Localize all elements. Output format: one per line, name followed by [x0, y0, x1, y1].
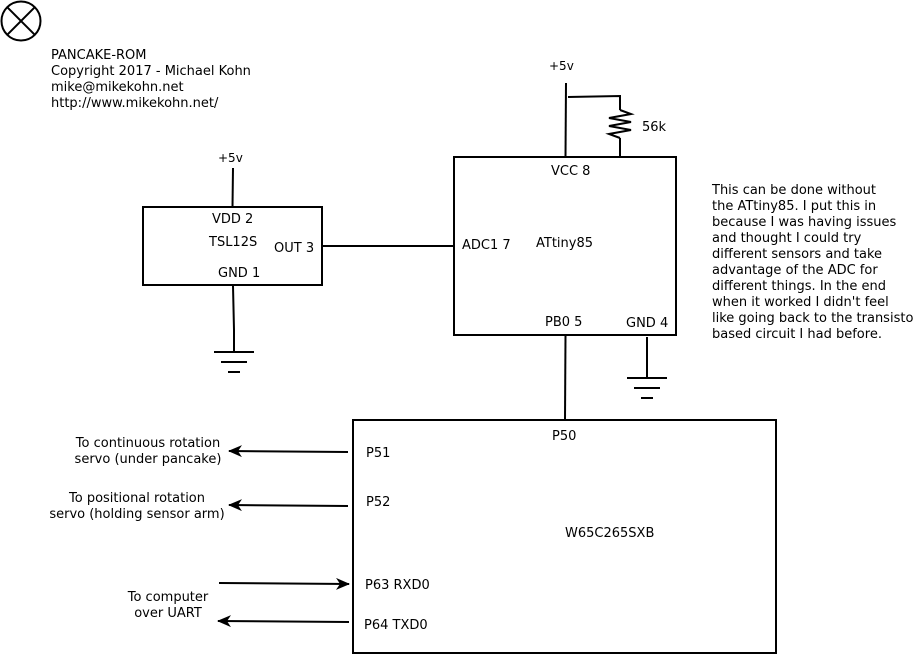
mcu-vcc-wire	[564, 82, 567, 158]
arrow-p51-out	[228, 445, 349, 458]
header-block: PANCAKE-ROM Copyright 2017 - Michael Koh…	[51, 48, 251, 111]
computer-label: over UART	[134, 606, 202, 621]
arrow-rxd-in	[218, 577, 350, 590]
sensor-vdd-wire	[231, 167, 234, 208]
computer-label: To computer	[127, 590, 209, 605]
sensor-chip	[142, 206, 323, 286]
positional-servo-label: servo (holding sensor arm)	[49, 507, 224, 522]
note-line: the ATtiny85. I put this in	[712, 199, 876, 214]
note-line: advantage of the ADC for	[712, 263, 878, 278]
pb0-to-p50-wire	[564, 334, 567, 421]
resistor-label: 56k	[642, 120, 667, 135]
sensor-out-pin: OUT 3	[274, 241, 314, 256]
cpu-board	[352, 419, 777, 654]
mcu-name: ATtiny85	[536, 236, 593, 251]
arrow-txd-out	[217, 615, 350, 628]
ground-symbol-icon	[214, 351, 254, 373]
cpu-p63-pin: P63 RXD0	[365, 578, 430, 593]
mcu-pb0-pin: PB0 5	[545, 315, 582, 330]
note-line: different sensors and take	[712, 247, 882, 262]
note-line: and thought I could try	[712, 231, 862, 246]
header-line: http://www.mikekohn.net/	[51, 96, 219, 111]
header-line: mike@mikekohn.net	[51, 80, 184, 95]
cpu-name: W65C265SXB	[565, 526, 654, 541]
note-line: different things. In the end	[712, 279, 886, 294]
mcu-vcc-pin: VCC 8	[551, 164, 590, 179]
sensor-gnd-wire	[232, 285, 235, 352]
resistor-top-wire	[567, 94, 621, 110]
sensor-gnd-pin: GND 1	[218, 266, 260, 281]
sensor-vdd-pin: VDD 2	[212, 212, 253, 227]
mcu-adc-pin: ADC1 7	[462, 238, 511, 253]
header-line: Copyright 2017 - Michael Kohn	[51, 64, 251, 79]
note-line: This can be done without	[711, 183, 876, 198]
note-line: like going back to the transisto	[712, 311, 913, 326]
note-line: based circuit I had before.	[712, 327, 882, 342]
mcu-chip	[453, 156, 677, 336]
mcu-supply-label: +5v	[549, 59, 574, 73]
sensor-name: TSL12S	[208, 235, 257, 250]
mcu-gnd-pin: GND 4	[626, 316, 668, 331]
note-text: This can be done without the ATtiny85. I…	[711, 183, 913, 342]
cpu-p51-pin: P51	[366, 446, 390, 461]
continuous-servo-label: servo (under pancake)	[75, 452, 222, 467]
note-line: when it worked I didn't feel	[712, 295, 889, 310]
crossed-circle-icon	[0, 0, 42, 42]
sensor-supply-label: +5v	[218, 151, 243, 165]
positional-servo-label: To positional rotation	[68, 491, 205, 506]
cpu-p50-pin: P50	[552, 429, 576, 444]
ground-symbol-icon	[627, 377, 667, 399]
continuous-servo-label: To continuous rotation	[75, 436, 220, 451]
note-line: because I was having issues	[712, 215, 897, 230]
cpu-p64-pin: P64 TXD0	[364, 618, 428, 633]
arrow-p52-out	[228, 499, 349, 512]
cpu-p52-pin: P52	[366, 495, 390, 510]
header-line: PANCAKE-ROM	[51, 48, 147, 63]
resistor-icon	[605, 109, 635, 139]
